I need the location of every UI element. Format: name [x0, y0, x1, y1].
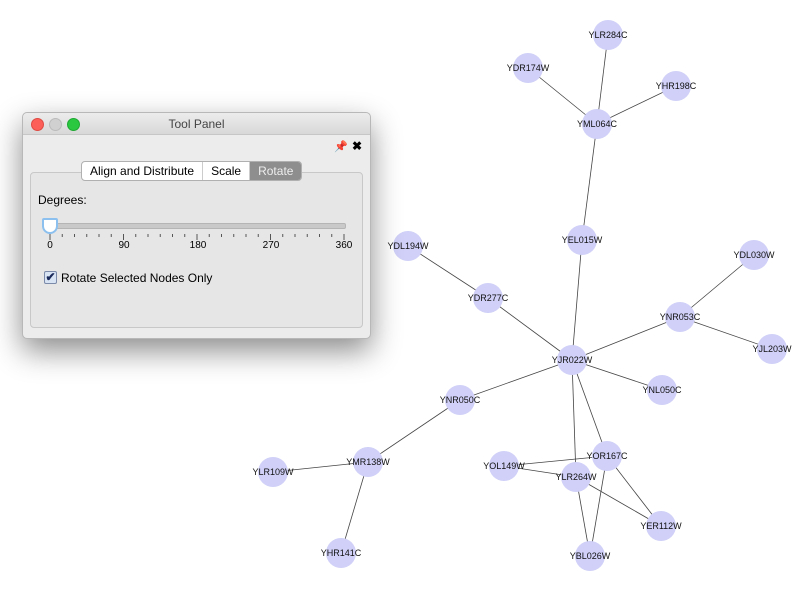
node-label: YNL050C: [642, 385, 682, 395]
graph-node[interactable]: [646, 511, 676, 541]
node-label: YNR053C: [660, 312, 701, 322]
graph-node[interactable]: [561, 462, 591, 492]
window-title: Tool Panel: [168, 117, 225, 131]
node-label: YJL203W: [752, 344, 792, 354]
graph-node[interactable]: [393, 231, 423, 261]
tab-bar: Align and Distribute Scale Rotate: [81, 161, 303, 181]
rotate-group: [30, 172, 363, 328]
graph-node[interactable]: [757, 334, 787, 364]
tick-label: 0: [47, 240, 53, 251]
graph-node[interactable]: [445, 385, 475, 415]
node-label: YMR138W: [346, 457, 390, 467]
graph-edge: [503, 455, 608, 467]
graph-node[interactable]: [353, 447, 383, 477]
node-label: YDR277C: [468, 293, 509, 303]
tick-label: 180: [189, 240, 207, 251]
graph-node[interactable]: [582, 109, 612, 139]
graph-edge: [679, 254, 755, 318]
graph-node[interactable]: [258, 457, 288, 487]
close-window-button[interactable]: [31, 118, 44, 131]
node-label: YBL026W: [570, 551, 611, 561]
graph-edge: [487, 297, 573, 361]
graph-edge: [589, 455, 608, 557]
degrees-slider-thumb[interactable]: [42, 218, 58, 234]
graph-node[interactable]: [661, 71, 691, 101]
node-label: YNR050C: [440, 395, 481, 405]
graph-edge: [272, 461, 369, 473]
rotate-selected-checkbox[interactable]: ✔: [44, 270, 57, 284]
node-label: YLR109W: [252, 467, 294, 477]
tab-rotate[interactable]: Rotate: [250, 162, 302, 180]
graph-node[interactable]: [489, 451, 519, 481]
graph-node[interactable]: [473, 283, 503, 313]
graph-edge: [581, 123, 598, 241]
tick-label: 360: [335, 240, 353, 251]
zoom-window-button[interactable]: [67, 118, 80, 131]
graph-edge: [571, 316, 681, 361]
close-icon[interactable]: ✖: [351, 139, 362, 153]
node-label: YHR198C: [656, 81, 697, 91]
pin-icon[interactable]: 📌: [334, 141, 348, 153]
tab-scale[interactable]: Scale: [203, 162, 251, 180]
node-label: YJR022W: [552, 355, 593, 365]
graph-edge: [340, 461, 369, 554]
graph-node[interactable]: [592, 441, 622, 471]
graph-edge: [367, 399, 461, 463]
node-label: YOR167C: [586, 451, 628, 461]
slider-ticks: [49, 234, 345, 240]
degrees-slider-track[interactable]: [49, 223, 346, 229]
tick-label: 270: [262, 240, 280, 251]
graph-node[interactable]: [513, 53, 543, 83]
node-label: YHR141C: [321, 548, 362, 558]
graph-node[interactable]: [739, 240, 769, 270]
node-label: YML064C: [577, 119, 618, 129]
graph-node[interactable]: [575, 541, 605, 571]
tool-panel-window: Tool Panel 📌 ✖ Align and Distribute Scal…: [22, 112, 371, 339]
node-label: YOL149W: [483, 461, 525, 471]
graph-edge: [459, 359, 573, 401]
graph-edge: [575, 476, 662, 527]
graph-node[interactable]: [665, 302, 695, 332]
graph-edge: [571, 359, 608, 457]
graph-node[interactable]: [567, 225, 597, 255]
graph-node[interactable]: [647, 375, 677, 405]
node-label: YDL194W: [387, 241, 429, 251]
tick-label: 90: [118, 240, 130, 251]
node-label: YLR264W: [555, 472, 597, 482]
graph-edge: [571, 239, 583, 361]
rotate-selected-label[interactable]: Rotate Selected Nodes Only: [61, 271, 213, 285]
graph-edge: [571, 359, 663, 391]
title-bar[interactable]: Tool Panel: [23, 113, 370, 135]
node-label: YLR284C: [588, 30, 628, 40]
graph-edge: [571, 359, 577, 478]
node-label: YDL030W: [733, 250, 775, 260]
graph-node[interactable]: [593, 20, 623, 50]
node-label: YDR174W: [507, 63, 550, 73]
graph-node[interactable]: [557, 345, 587, 375]
graph-edge: [407, 245, 489, 299]
degrees-label: Degrees:: [38, 193, 87, 207]
node-label: YER112W: [640, 521, 682, 531]
minimize-window-button[interactable]: [49, 118, 62, 131]
graph-edge: [679, 316, 773, 350]
node-label: YEL015W: [562, 235, 603, 245]
graph-node[interactable]: [326, 538, 356, 568]
tab-align-and-distribute[interactable]: Align and Distribute: [82, 162, 204, 180]
